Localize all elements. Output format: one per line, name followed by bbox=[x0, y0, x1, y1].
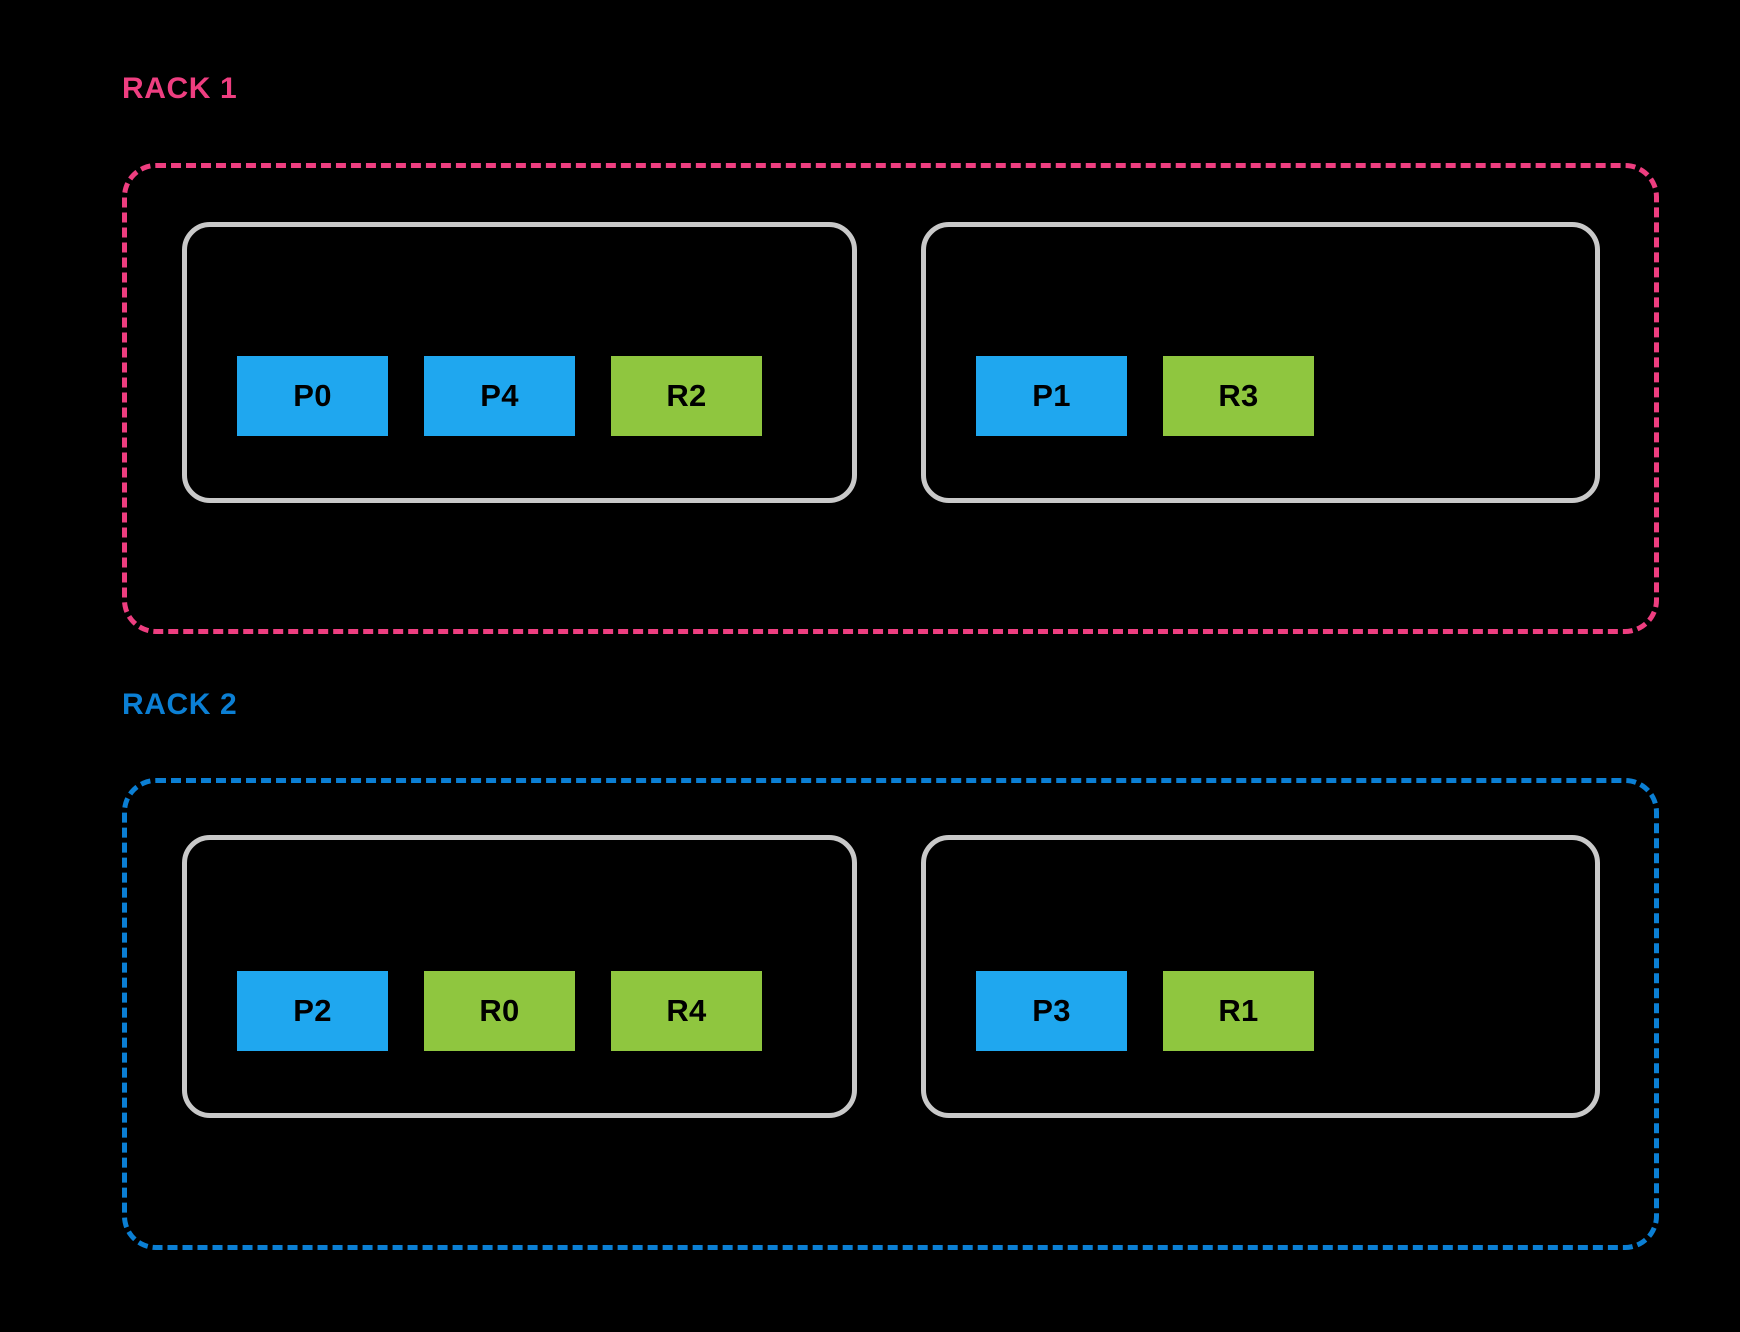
shard-p2[interactable]: P2 bbox=[237, 971, 388, 1051]
node-rack2-node-a[interactable]: P2 R0 R4 bbox=[182, 835, 857, 1118]
shard-r4[interactable]: R4 bbox=[611, 971, 762, 1051]
rack-1-label: RACK 1 bbox=[122, 72, 238, 105]
shard-p4[interactable]: P4 bbox=[424, 356, 575, 436]
rack-2-label: RACK 2 bbox=[122, 688, 238, 721]
node-rack1-node-a[interactable]: P0 P4 R2 bbox=[182, 222, 857, 503]
shard-p3[interactable]: P3 bbox=[976, 971, 1127, 1051]
rack-1-boundary bbox=[122, 163, 1659, 634]
node-rack1-node-b[interactable]: P1 R3 bbox=[921, 222, 1600, 503]
shard-row: P2 R0 R4 bbox=[237, 971, 762, 1051]
shard-p0[interactable]: P0 bbox=[237, 356, 388, 436]
node-rack2-node-b[interactable]: P3 R1 bbox=[921, 835, 1600, 1118]
shard-r3[interactable]: R3 bbox=[1163, 356, 1314, 436]
shard-row: P0 P4 R2 bbox=[237, 356, 762, 436]
shard-r2[interactable]: R2 bbox=[611, 356, 762, 436]
shard-r1[interactable]: R1 bbox=[1163, 971, 1314, 1051]
shard-r0[interactable]: R0 bbox=[424, 971, 575, 1051]
shard-row: P1 R3 bbox=[976, 356, 1314, 436]
shard-p1[interactable]: P1 bbox=[976, 356, 1127, 436]
rack-2-boundary bbox=[122, 778, 1659, 1250]
shard-row: P3 R1 bbox=[976, 971, 1314, 1051]
